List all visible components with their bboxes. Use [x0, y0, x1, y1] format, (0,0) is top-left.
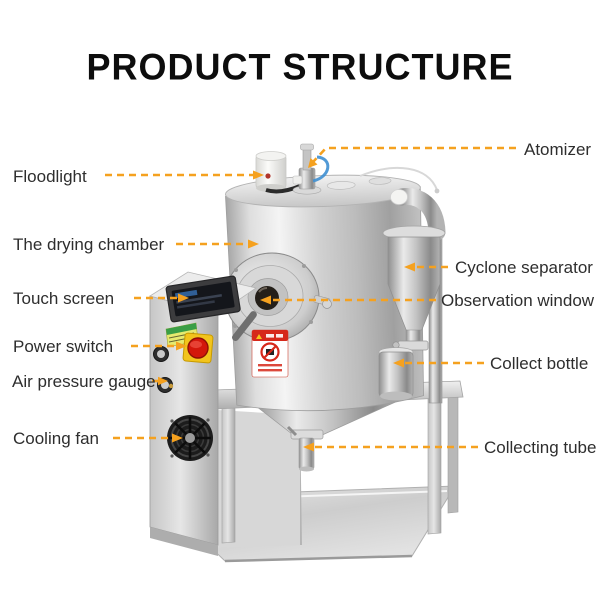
cabinet-side-panel [218, 410, 300, 548]
label-cooling-fan: Cooling fan [13, 429, 100, 448]
page-title: PRODUCT STRUCTURE [86, 45, 514, 88]
label-observation-window: Observation window [441, 291, 595, 310]
collect-bottle [378, 351, 414, 398]
observation-window [224, 252, 332, 342]
arrow-atomizer [312, 146, 516, 163]
front-left-leg [221, 405, 236, 544]
callout-arrows [105, 146, 516, 449]
label-drying-chamber: The drying chamber [13, 235, 165, 254]
machine-frame [156, 386, 459, 563]
label-power-switch: Power switch [13, 337, 114, 356]
sensor-wire [359, 166, 438, 191]
atomizer-air-tube [312, 155, 330, 183]
atomizer [265, 143, 330, 195]
control-cabinet [149, 271, 257, 556]
label-atomizer: Atomizer [524, 140, 592, 159]
back-right-leg [447, 386, 459, 514]
front-right-leg [427, 397, 442, 535]
collecting-tube [298, 437, 315, 470]
floodlight [255, 151, 287, 192]
label-collect-bottle: Collect bottle [490, 354, 589, 373]
label-collecting-tube: Collecting tube [484, 438, 597, 457]
touch-screen [165, 275, 241, 323]
label-air-pressure-gauge: Air pressure gauge [12, 372, 156, 391]
air-pressure-gauge [153, 346, 174, 393]
label-touch-screen: Touch screen [13, 289, 115, 308]
window-clamp-handle [232, 311, 257, 341]
power-switch [182, 332, 214, 364]
cyclone-assembly [359, 166, 446, 404]
label-cyclone-separator: Cyclone separator [455, 258, 593, 277]
label-floodlight: Floodlight [13, 167, 87, 186]
arrow-heads [158, 158, 415, 452]
warning-sticker [251, 329, 289, 378]
